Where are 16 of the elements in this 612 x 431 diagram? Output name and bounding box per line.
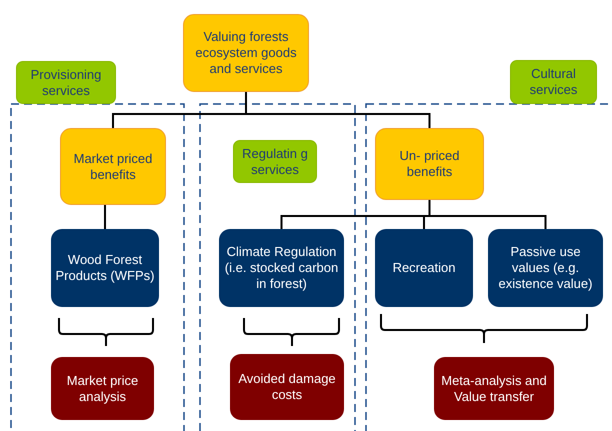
benefit-box: Recreation	[375, 229, 473, 307]
service-label: Provisioning services	[16, 61, 116, 104]
service-label: Regulatin g services	[233, 140, 317, 183]
connector-line	[245, 92, 430, 128]
category-box: Market priced benefits	[60, 128, 166, 205]
method-box: Meta-analysis and Value transfer	[434, 357, 554, 420]
connector-line	[104, 205, 106, 229]
method-box: Market price analysis	[51, 357, 154, 420]
connector-line	[428, 200, 546, 229]
category-box: Valuing forests ecosystem goods and services	[183, 14, 309, 92]
benefit-box: Wood Forest Products (WFPs)	[51, 229, 159, 307]
benefit-box: Climate Regulation (i.e. stocked carbon in forest)	[219, 229, 344, 307]
benefit-box: Passive use values (e.g. existence value)	[488, 229, 603, 307]
method-box: Avoided damage costs	[230, 354, 344, 420]
service-label: Cultural services	[510, 60, 597, 104]
category-box: Un- priced benefits	[375, 128, 484, 200]
